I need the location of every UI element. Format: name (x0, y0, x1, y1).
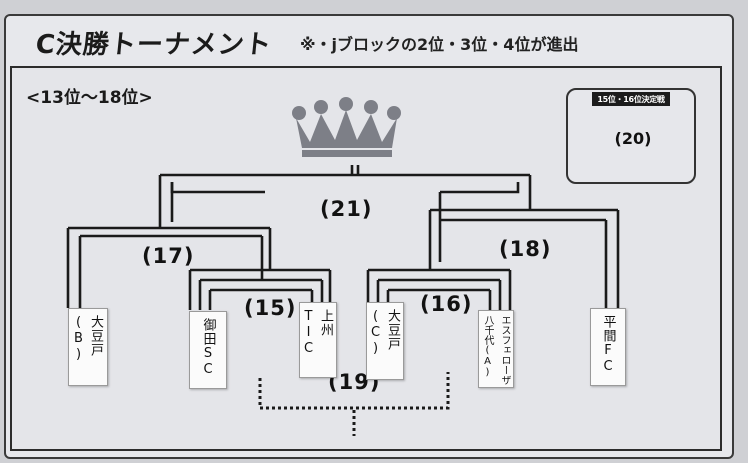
ranking-range-label: <13位～18位> (26, 88, 153, 108)
team-name: 平間FC (600, 315, 616, 375)
team-name: 八千代(A) (482, 315, 493, 378)
team-card: 大豆戸(C) (366, 302, 404, 380)
team-name: 大豆戸(C) (368, 309, 400, 357)
match-number-20: (20) (614, 129, 652, 148)
match-number-17: (17) (142, 244, 195, 268)
team-name-group: エスフェローザ 八千代(A) (480, 315, 512, 385)
match-number-15: (15) (244, 296, 297, 320)
team-card: 平間FC (590, 308, 626, 386)
match-number-21: (21) (320, 197, 373, 221)
playoff-title: 15位・16位決定戦 (592, 92, 670, 106)
team-card: 上州TIC (299, 302, 337, 378)
team-name: 御田SC (200, 318, 216, 378)
team-name: 大豆戸(B) (71, 315, 103, 363)
team-card: 御田SC (189, 311, 227, 389)
team-name: 上州TIC (301, 309, 333, 357)
match-number-18: (18) (499, 237, 552, 261)
match-number-16: (16) (420, 292, 473, 316)
team-card: 大豆戸(B) (68, 308, 108, 386)
team-card: エスフェローザ 八千代(A) (478, 310, 514, 388)
team-name: エスフェローザ (499, 315, 510, 385)
qualification-note: ※・jブロックの2位・3位・4位が進出 (300, 35, 579, 54)
